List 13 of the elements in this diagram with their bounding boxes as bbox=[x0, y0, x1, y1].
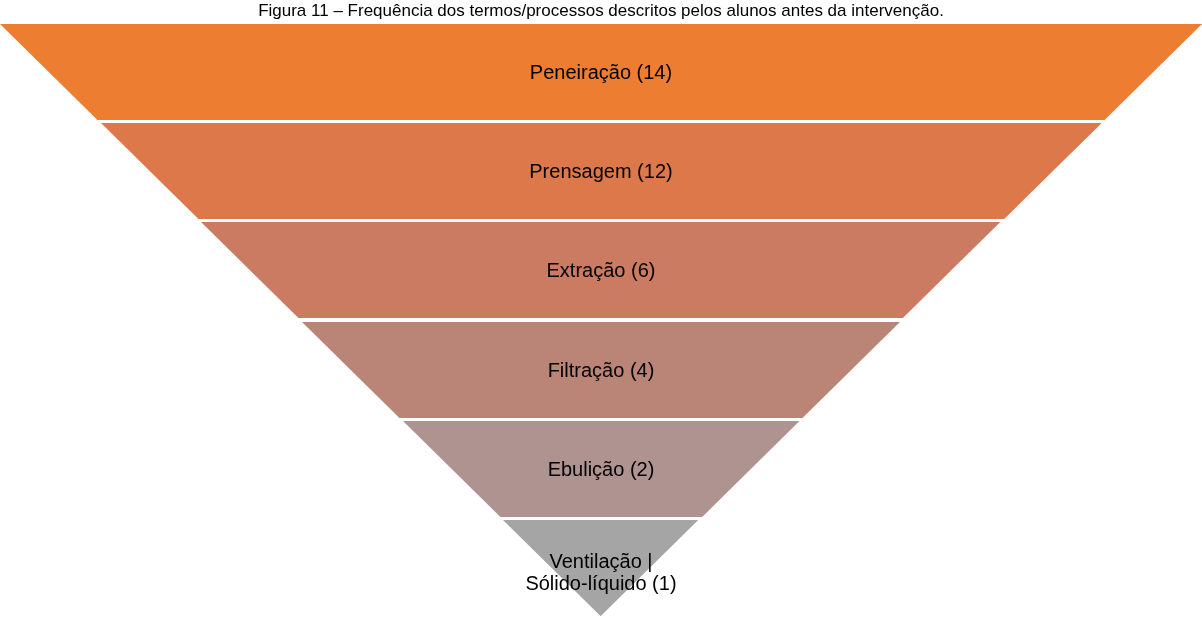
layer-label: Extração (6) bbox=[546, 258, 656, 284]
funnel-layer bbox=[0, 24, 1202, 121]
funnel-layer bbox=[302, 321, 900, 418]
layer-label: Prensagem (12) bbox=[529, 159, 673, 185]
funnel-layer bbox=[201, 222, 1001, 319]
funnel-layer bbox=[503, 519, 699, 616]
layer-label: Ventilação | Sólido-líquido (1) bbox=[524, 548, 678, 594]
figure-title: Figura 11 – Frequência dos termos/processos descritos pelos alunos antes da intervenção. bbox=[257, 0, 945, 22]
layer-label: Ebulição (2) bbox=[547, 456, 655, 482]
layer-label: Peneiração (14) bbox=[529, 60, 673, 86]
layer-label: Filtração (4) bbox=[547, 357, 655, 383]
funnel-layer bbox=[402, 420, 800, 517]
funnel-layer bbox=[100, 123, 1102, 220]
